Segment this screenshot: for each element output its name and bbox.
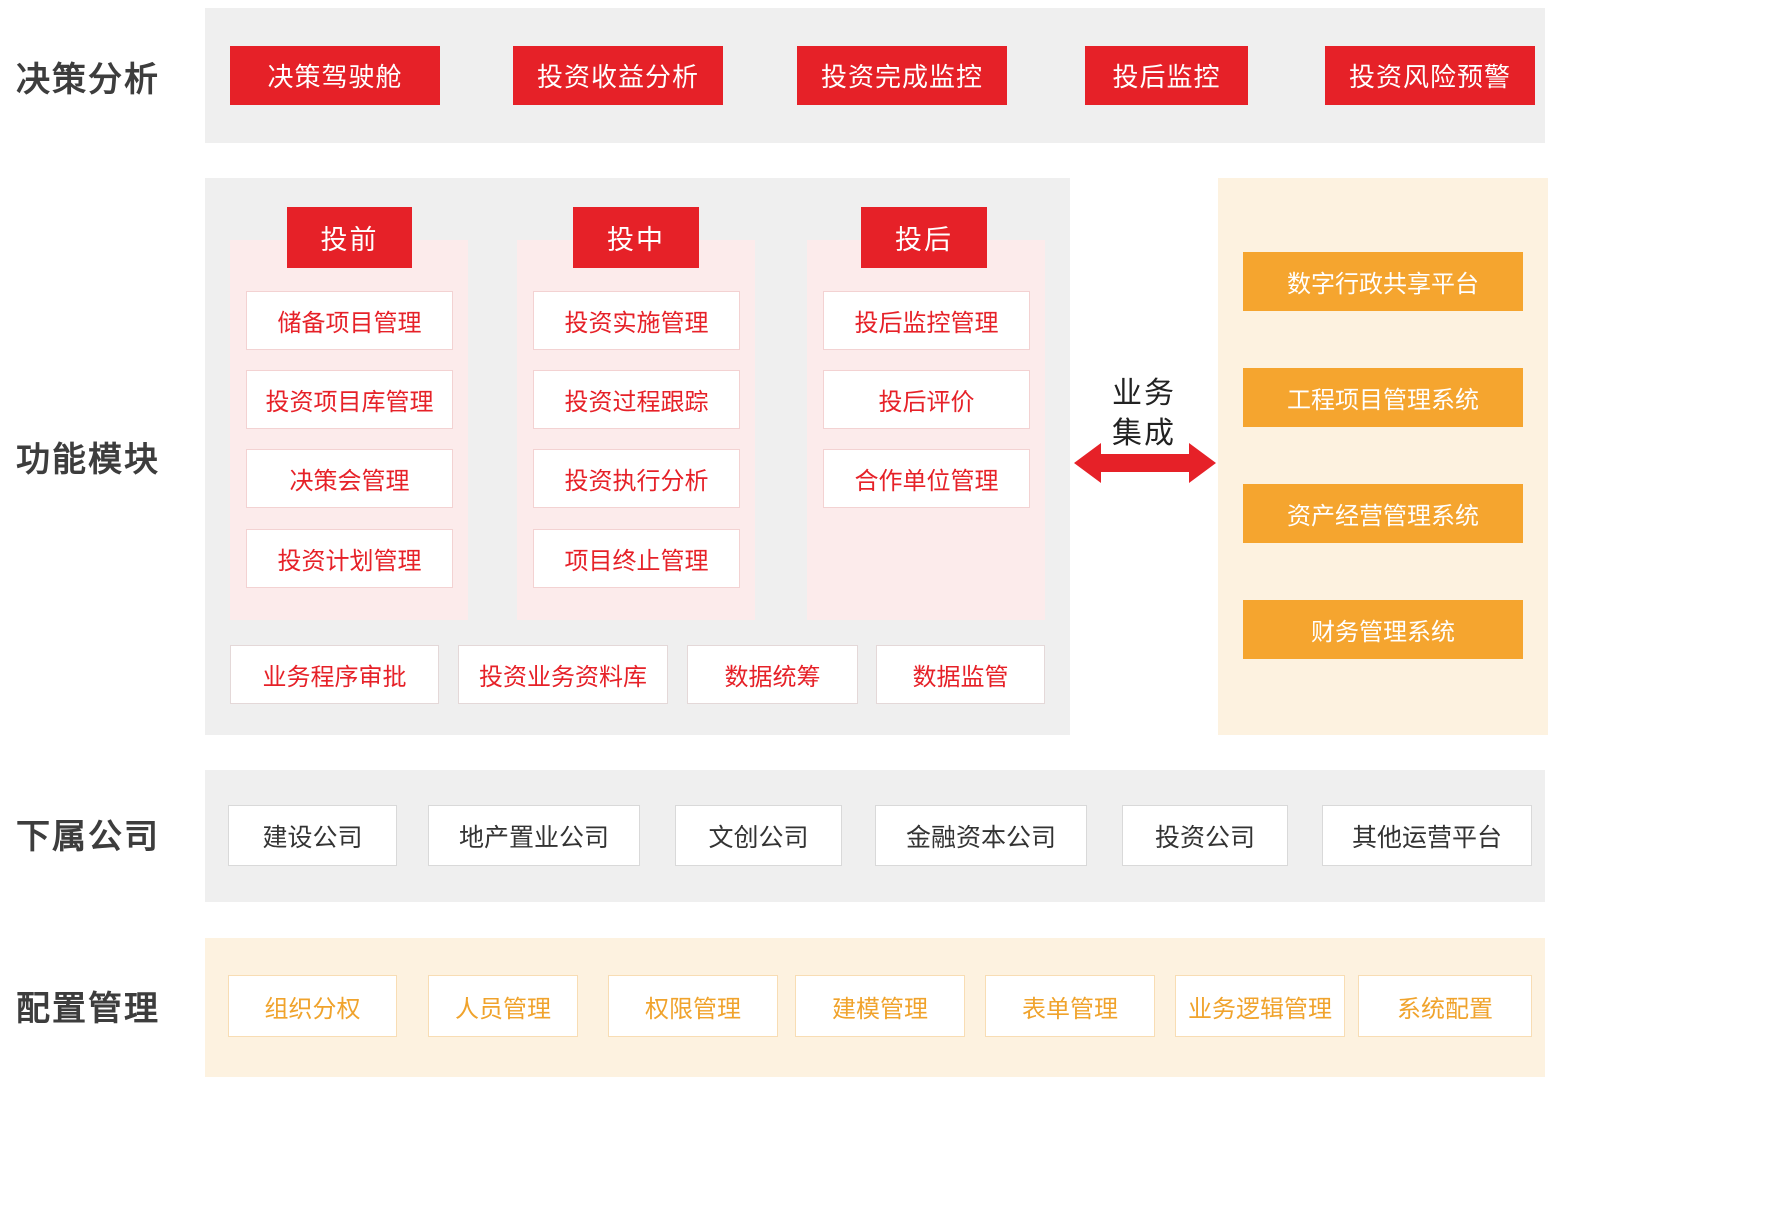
module-item-procedure-approval: 业务程序审批 [230, 645, 439, 704]
section-label-config: 配置管理 [16, 989, 160, 1028]
section-label-modules: 功能模块 [16, 440, 160, 479]
integration-label-line2: 集成 [1112, 417, 1176, 450]
subsidiary-item-cultural: 文创公司 [675, 805, 842, 866]
module-item-data-supervision: 数据监管 [876, 645, 1045, 704]
config-item-org-authorization: 组织分权 [228, 975, 397, 1037]
mid-investment-header: 投中 [573, 207, 699, 268]
integration-arrow-icon [1074, 443, 1216, 483]
config-item-personnel: 人员管理 [428, 975, 578, 1037]
module-item-process-tracking: 投资过程跟踪 [533, 370, 740, 429]
subsidiary-item-other-platforms: 其他运营平台 [1322, 805, 1532, 866]
system-item-digital-admin: 数字行政共享平台 [1243, 252, 1523, 311]
decision-item-completion-monitor: 投资完成监控 [797, 46, 1007, 105]
module-item-data-coordination: 数据统筹 [687, 645, 858, 704]
decision-item-risk-warning: 投资风险预警 [1325, 46, 1535, 105]
module-item-execution-analysis: 投资执行分析 [533, 449, 740, 508]
module-item-decision-meeting: 决策会管理 [246, 449, 453, 508]
config-item-forms: 表单管理 [985, 975, 1155, 1037]
module-item-data-repository: 投资业务资料库 [458, 645, 668, 704]
config-item-modeling: 建模管理 [795, 975, 965, 1037]
section-label-decision: 决策分析 [16, 60, 160, 99]
system-item-engineering-project: 工程项目管理系统 [1243, 368, 1523, 427]
system-item-finance: 财务管理系统 [1243, 600, 1523, 659]
config-item-permissions: 权限管理 [608, 975, 778, 1037]
integration-label-line1: 业务 [1112, 377, 1176, 410]
decision-item-cockpit: 决策驾驶舱 [230, 46, 440, 105]
system-item-asset-operation: 资产经营管理系统 [1243, 484, 1523, 543]
module-item-reserve-project: 储备项目管理 [246, 291, 453, 350]
decision-item-post-monitor: 投后监控 [1085, 46, 1248, 105]
pre-investment-header: 投前 [287, 207, 412, 268]
module-item-post-monitoring: 投后监控管理 [823, 291, 1030, 350]
module-item-investment-plan: 投资计划管理 [246, 529, 453, 588]
config-item-business-logic: 业务逻辑管理 [1175, 975, 1345, 1037]
module-item-implementation: 投资实施管理 [533, 291, 740, 350]
decision-item-return-analysis: 投资收益分析 [513, 46, 723, 105]
post-investment-header: 投后 [861, 207, 987, 268]
subsidiary-item-investment: 投资公司 [1122, 805, 1288, 866]
section-label-subsidiaries: 下属公司 [16, 817, 160, 856]
subsidiary-item-real-estate: 地产置业公司 [428, 805, 640, 866]
module-item-project-library: 投资项目库管理 [246, 370, 453, 429]
subsidiary-item-financial-capital: 金融资本公司 [875, 805, 1087, 866]
config-item-system-config: 系统配置 [1358, 975, 1532, 1037]
module-item-partner-management: 合作单位管理 [823, 449, 1030, 508]
subsidiary-item-construction: 建设公司 [228, 805, 397, 866]
module-item-post-evaluation: 投后评价 [823, 370, 1030, 429]
module-item-termination: 项目终止管理 [533, 529, 740, 588]
